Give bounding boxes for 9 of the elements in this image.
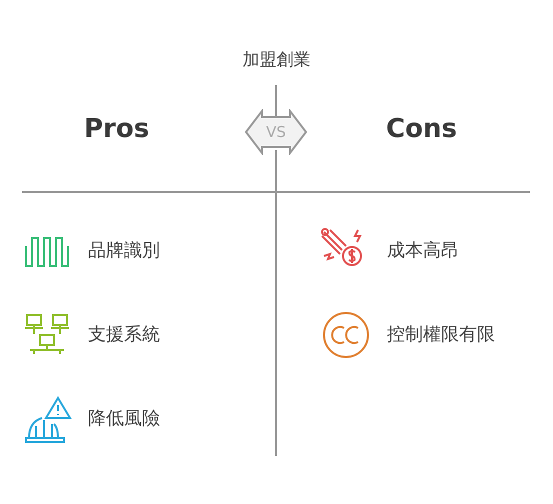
vs-double-arrow: VS xyxy=(244,109,308,155)
list-item-text: 降低風險 xyxy=(88,407,160,430)
list-item-text: 成本高昂 xyxy=(387,239,459,262)
list-item-text: 品牌識別 xyxy=(88,239,160,262)
column-heading: Cons xyxy=(386,114,457,144)
list-item-text: 控制權限有限 xyxy=(387,323,495,346)
list-item-text: 支援系統 xyxy=(88,323,160,346)
diagram-title: 加盟創業 xyxy=(242,49,312,71)
column-heading: Pros xyxy=(84,114,150,144)
